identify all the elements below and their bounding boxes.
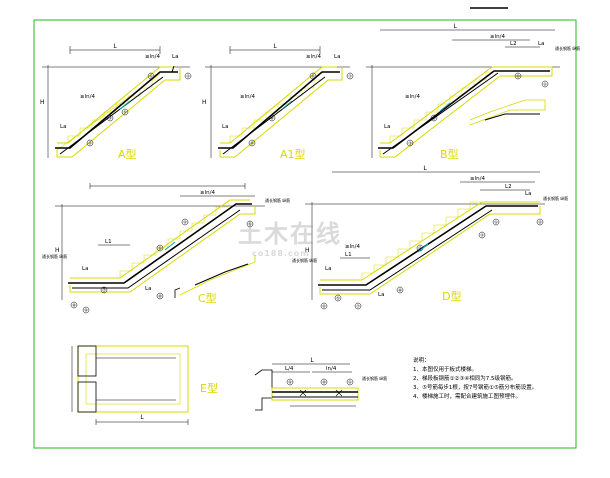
type-label-c: C型 — [198, 291, 217, 305]
stair-type-a1: L H ≥ln/4 La ≥ln/4 La A1型 ⑥ ⑦ ⑧ ⑨ — [202, 43, 354, 161]
svg-text:La: La — [334, 54, 340, 60]
stair-type-c: ≥ln/4 通长钢筋 纵筋 H L1 La La 通长钢筋 纵筋 C型 ④ ⑤ ⑥ ⑦… — [42, 183, 290, 314]
note-item-2: 2、梯段板钢筋①②③④相同为7.5级钢筋。 — [413, 376, 517, 382]
stair-type-a: L H ≥ln/4 La ≥ln/4 La A型 ① ② ③ ④ ⑤ — [40, 43, 192, 161]
watermark-sub: co188.com — [252, 249, 310, 258]
svg-text:≥ln/4: ≥ln/4 — [306, 54, 321, 60]
rebar-callout-number: ⑧ — [72, 303, 76, 308]
svg-text:L: L — [273, 43, 277, 50]
drawing-frame — [33, 19, 577, 449]
rebar-callout-number: ⑦ — [348, 74, 352, 79]
slab-detail: L L/4 ln/4 通长钢筋 纵筋 ⑨ ⑩ ① — [254, 357, 387, 411]
rebar-callout-number: ③ — [480, 233, 484, 238]
svg-text:H: H — [55, 247, 60, 254]
svg-text:La: La — [538, 41, 544, 47]
svg-text:ln/4: ln/4 — [326, 366, 337, 372]
svg-text:≥ln/4: ≥ln/4 — [240, 94, 255, 100]
rebar-callout-number: ② — [432, 116, 436, 121]
rebar-callout-number: ② — [538, 220, 542, 225]
type-label-d: D型 — [442, 289, 461, 303]
svg-text:≥ln/4: ≥ln/4 — [80, 94, 95, 100]
svg-text:L: L — [423, 165, 427, 172]
rebar-callout-number: ⑨ — [288, 380, 292, 385]
svg-text:L: L — [140, 414, 144, 421]
rebar-callout-number: ⑩ — [322, 380, 326, 385]
rebar-callout-number: ⑧ — [398, 288, 402, 293]
svg-text:≥ln/4: ≥ln/4 — [490, 34, 505, 40]
stair-type-e-plan: L E型 — [71, 345, 218, 425]
svg-text:La: La — [525, 191, 531, 197]
svg-text:La: La — [145, 286, 151, 292]
stair-type-b: L ≥ln/4 L2 La 通长钢筋 纵筋 ≥ln/4 La B型 ⑩ ① ② ③ — [366, 23, 580, 161]
rebar-callout-number: ④ — [88, 141, 92, 146]
watermark-main: 土木在线 — [238, 220, 342, 248]
rebar-callout-number: ⑥ — [158, 246, 162, 251]
notes-title: 说明： — [413, 358, 430, 364]
rebar-callout-number: ⑨ — [250, 141, 254, 146]
rebar-callout-number: ④ — [183, 220, 187, 225]
svg-text:≥ln/4: ≥ln/4 — [470, 176, 485, 182]
rebar-callout-number: ① — [543, 82, 547, 87]
svg-text:通长钢筋 纵筋: 通长钢筋 纵筋 — [555, 45, 580, 51]
rebar-callout-number: ⑩ — [516, 74, 520, 79]
svg-text:La: La — [325, 266, 331, 272]
note-item-1: 1、本图仅用于板式楼梯。 — [413, 367, 478, 373]
notes-block: 说明： 1、本图仅用于板式楼梯。 2、梯段板钢筋①②③④相同为7.5级钢筋。 3… — [413, 357, 603, 402]
svg-text:≥ln/4: ≥ln/4 — [200, 190, 215, 196]
svg-text:La: La — [82, 266, 88, 272]
svg-text:通长钢筋 纵筋: 通长钢筋 纵筋 — [362, 375, 387, 381]
svg-text:≥ln/4: ≥ln/4 — [145, 54, 160, 60]
rebar-callout-number: ⑥ — [322, 304, 326, 309]
rebar-callout-number: ⑤ — [336, 296, 340, 301]
svg-text:L2: L2 — [505, 184, 512, 190]
svg-text:L: L — [453, 23, 457, 30]
svg-text:≥ln/4: ≥ln/4 — [405, 94, 420, 100]
svg-text:通长钢筋 纵筋: 通长钢筋 纵筋 — [292, 257, 317, 263]
rebar-callout-number: ① — [149, 74, 153, 79]
type-label-a1: A1型 — [280, 147, 306, 161]
rebar-callout-number: ⑨ — [84, 308, 88, 313]
rebar-callout-number: ⑧ — [270, 116, 274, 121]
rebar-callout-number: ① — [348, 380, 352, 385]
svg-text:La: La — [172, 54, 178, 60]
type-label-a: A型 — [118, 147, 137, 161]
rebar-callout-number: ⑤ — [248, 222, 252, 227]
note-item-4: 4、楼梯施工时，需配合建筑施工图预埋件。 — [413, 394, 522, 400]
svg-text:H: H — [202, 99, 207, 106]
svg-text:La: La — [384, 124, 390, 130]
rebar-callout-number: ⑤ — [123, 110, 127, 115]
svg-text:通长钢筋 纵筋: 通长钢筋 纵筋 — [42, 253, 67, 259]
rebar-callout-number: ⑦ — [356, 304, 360, 309]
watermark: 土木在线 co188.com — [238, 214, 342, 258]
svg-text:La: La — [222, 124, 228, 130]
svg-text:通长钢筋 纵筋: 通长钢筋 纵筋 — [265, 197, 290, 203]
rebar-callout-number: ② — [186, 74, 190, 79]
svg-text:L1: L1 — [345, 252, 352, 258]
note-item-3: 3、⑤号筋每步1根，按7号钢筋①⑤筋分布筋设置。 — [413, 385, 538, 391]
dim-h-a: H — [40, 99, 45, 106]
svg-text:L2: L2 — [510, 41, 517, 47]
rebar-callout-number: ⑦ — [102, 288, 106, 293]
rebar-callout-number: ③ — [108, 116, 112, 121]
rebar-callout-number: ④ — [418, 246, 422, 251]
type-label-e: E型 — [200, 381, 218, 395]
svg-text:L/4: L/4 — [285, 366, 294, 372]
stair-type-d: L ≥ln/4 L2 La 通长钢筋 纵筋 H L1 ≥ln/4 La La 通… — [292, 165, 568, 310]
svg-text:La: La — [378, 292, 384, 298]
type-label-b: B型 — [440, 147, 459, 161]
svg-text:L: L — [310, 357, 314, 364]
svg-text:La: La — [60, 124, 66, 130]
rebar-callout-number: ① — [494, 220, 498, 225]
svg-text:通长钢筋 纵筋: 通长钢筋 纵筋 — [543, 195, 568, 201]
svg-text:≥ln/4: ≥ln/4 — [345, 244, 360, 250]
rebar-callout-number: ③ — [408, 141, 412, 146]
svg-text:H: H — [305, 247, 310, 254]
svg-text:L1: L1 — [105, 239, 112, 245]
rebar-callout-number: ⑥ — [311, 74, 315, 79]
dim-l-a: L — [113, 43, 117, 50]
rebar-callout-number: ⑩ — [158, 294, 162, 299]
